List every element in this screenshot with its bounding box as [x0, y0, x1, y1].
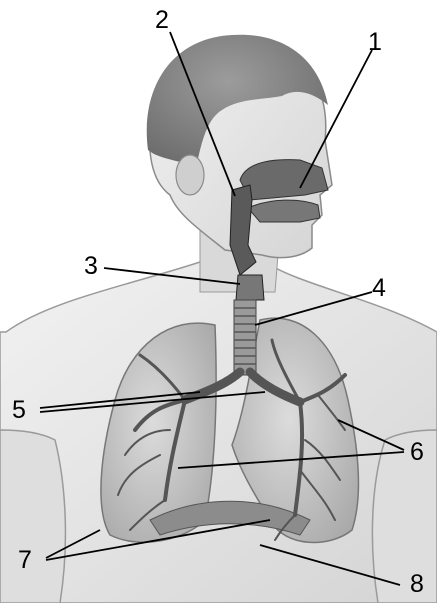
- label-4: 4: [372, 276, 386, 301]
- ear: [176, 155, 204, 195]
- left-arm: [0, 430, 65, 603]
- label-8: 8: [410, 572, 424, 597]
- right-arm: [372, 430, 437, 603]
- label-1: 1: [368, 30, 382, 55]
- label-5: 5: [12, 398, 26, 423]
- label-7: 7: [18, 548, 32, 573]
- label-3: 3: [84, 254, 98, 279]
- larynx: [236, 275, 264, 300]
- label-6: 6: [410, 440, 424, 465]
- trachea: [234, 300, 256, 375]
- label-2: 2: [155, 8, 169, 33]
